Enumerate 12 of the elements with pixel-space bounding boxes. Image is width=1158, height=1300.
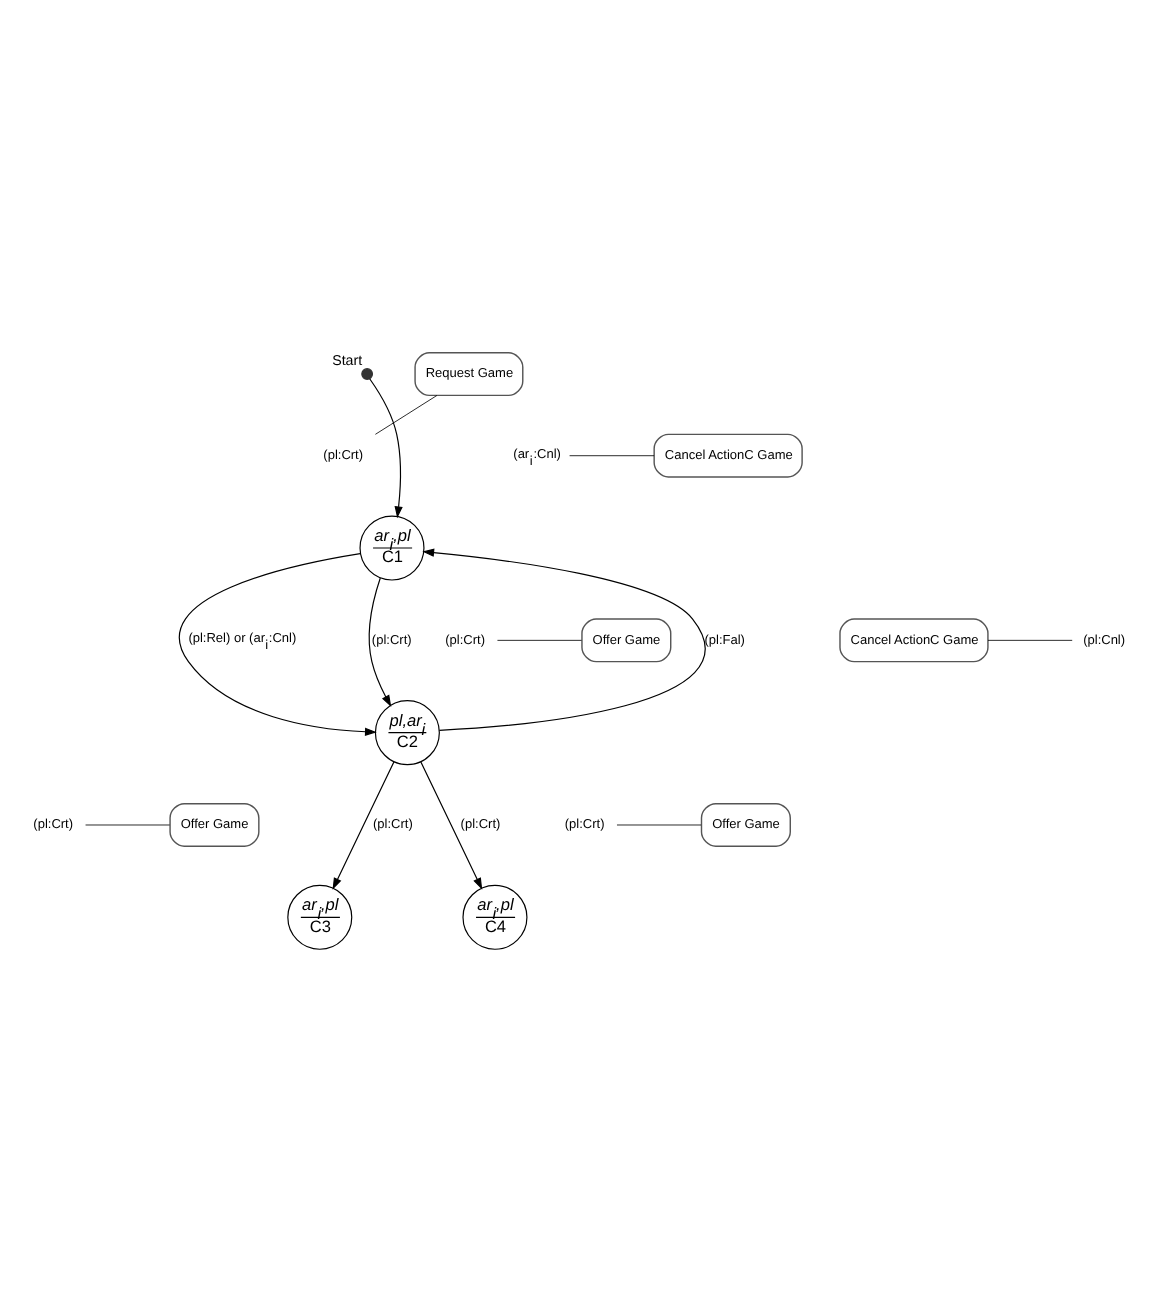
arrow (422, 547, 705, 730)
arrow (369, 377, 403, 518)
connector (987, 638, 1073, 640)
node-circle (361, 367, 374, 379)
arrow (179, 552, 377, 735)
arrow (420, 760, 483, 889)
arrow (332, 760, 395, 889)
arrow (368, 576, 392, 706)
connector (569, 454, 655, 456)
connector (374, 394, 438, 434)
connector (497, 638, 582, 640)
connector (616, 823, 702, 825)
